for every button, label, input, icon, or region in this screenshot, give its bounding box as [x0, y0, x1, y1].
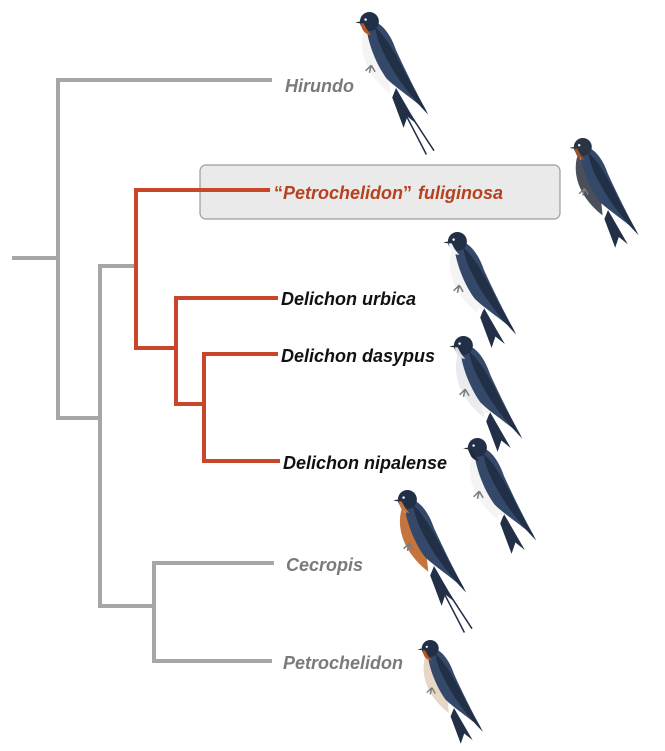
fuliginosa-open-quote: “: [274, 183, 283, 203]
delichon-clade-branches: [136, 190, 278, 461]
fuliginosa-genus: Petrochelidon: [283, 183, 403, 203]
red-rumped-swallow-icon: [393, 490, 472, 633]
nepal-house-martin-icon: [463, 438, 536, 554]
label-petrochelidon: Petrochelidon: [283, 653, 403, 673]
cliff-swallow-icon: [417, 640, 482, 744]
barn-swallow-icon: [355, 12, 434, 155]
label-fuliginosa: “Petrochelidon” fuliginosa: [274, 183, 503, 203]
label-hirundo: Hirundo: [285, 76, 354, 96]
label-cecropis: Cecropis: [286, 555, 363, 575]
asian-house-martin-icon: [449, 336, 522, 452]
label-delichon-urbica: Delichon urbica: [281, 289, 416, 309]
fuliginosa-species: fuliginosa: [418, 183, 503, 203]
house-martin-icon: [443, 232, 516, 348]
fuliginosa-close-quote: ”: [403, 183, 412, 203]
label-delichon-nipalense: Delichon nipalense: [283, 453, 447, 473]
dusky-cliff-swallow-icon: [569, 138, 638, 248]
label-delichon-dasypus: Delichon dasypus: [281, 346, 435, 366]
